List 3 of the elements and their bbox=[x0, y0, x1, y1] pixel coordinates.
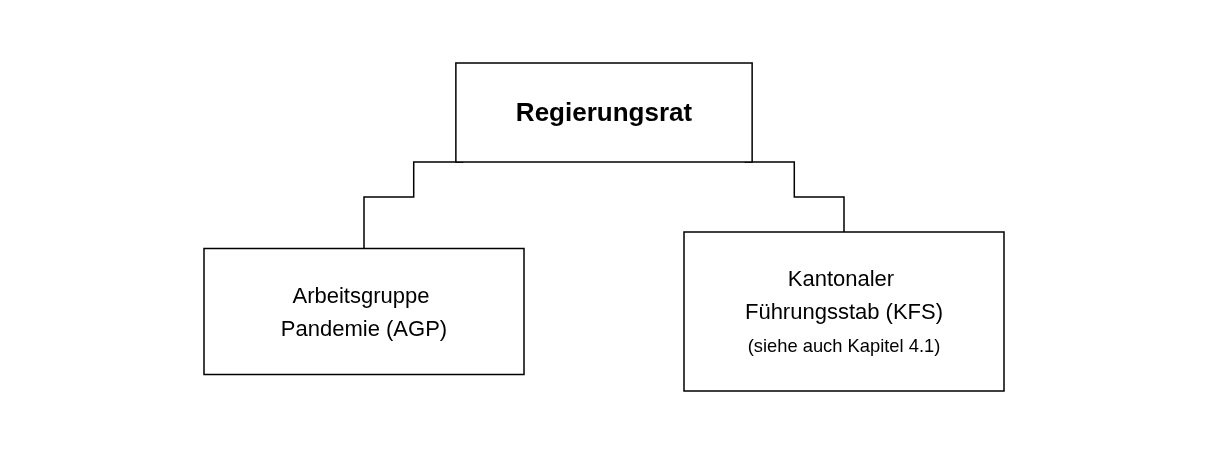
node-box: Kantonaler Führungsstab (KFS) (siehe auch Kapitel 4.1) bbox=[682, 231, 1005, 392]
node-box: Regierungsrat bbox=[454, 62, 753, 163]
node-box: Arbeitsgruppe Pandemie (AGP) bbox=[202, 247, 525, 376]
